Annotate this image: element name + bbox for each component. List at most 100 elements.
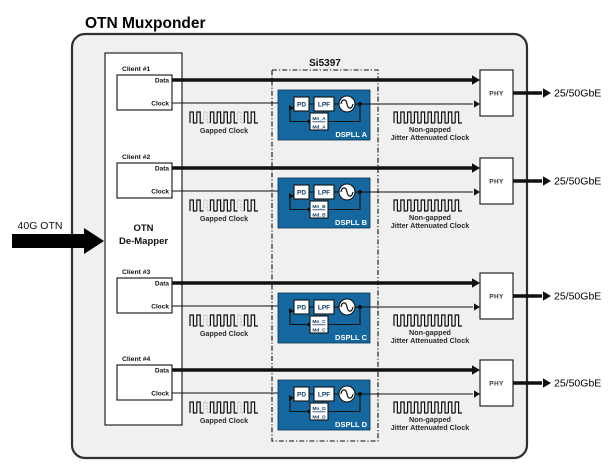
feedback-line-right (328, 192, 361, 211)
feedback-line-right (328, 104, 361, 123)
non-gapped-label-line2: Jitter Attenuated Clock (391, 221, 469, 230)
dspll-label: DSPLL C (335, 333, 368, 342)
phy-label: PHY (489, 294, 504, 301)
output-rate-label: 25/50GbE (554, 378, 601, 390)
feedback-divider-arrowhead-icon (306, 321, 311, 328)
divider-numerator: Mn_C (312, 319, 326, 325)
si5397-box (271, 69, 379, 442)
dspll-label: DSPLL A (335, 130, 367, 139)
feedback-divider-arrowhead-icon (306, 118, 311, 125)
client-label: Client #1 (122, 66, 151, 73)
client-data-port-label: Data (155, 281, 169, 288)
divider-denominator: Md_A (312, 125, 326, 131)
gapped-clock-waveform (189, 401, 258, 414)
phy-box (479, 157, 514, 205)
data-arrowhead-icon (472, 75, 480, 85)
divider-denominator: Md_C (312, 328, 326, 334)
sine-wave-icon (340, 389, 354, 399)
divider-numerator: Mn_B (312, 204, 326, 210)
dspll-output-arrowhead-icon (474, 188, 480, 196)
dspll-output-arrowhead-icon (474, 100, 480, 108)
feedback-divider-arrowhead-icon (306, 206, 311, 213)
feedback-pd-arrowhead-icon (289, 308, 294, 314)
phy-label: PHY (489, 179, 504, 186)
dspll-label: DSPLL B (335, 218, 368, 227)
dspll-output-arrowhead-icon (474, 303, 480, 311)
feedback-line-right (328, 307, 361, 326)
phy-output-arrowhead-icon (543, 378, 551, 388)
non-gapped-label-line2: Jitter Attenuated Clock (391, 133, 469, 142)
phy-output-arrowhead-icon (543, 176, 551, 186)
client-box (116, 277, 173, 314)
phy-box (479, 359, 514, 407)
client-data-port-label: Data (155, 368, 169, 375)
gapped-clock-label: Gapped Clock (200, 329, 248, 338)
non-gapped-label-line1: Non-gapped (409, 213, 451, 222)
lpf-label: LPF (318, 190, 330, 197)
data-arrowhead-icon (472, 278, 480, 288)
feedback-pd-arrowhead-icon (289, 105, 294, 111)
sine-wave-icon (340, 302, 354, 312)
output-rate-label: 25/50GbE (554, 291, 601, 303)
divider-numerator: Mn_A (312, 116, 326, 122)
pd-label: PD (297, 102, 306, 109)
divider-numerator: Mn_D (312, 406, 326, 412)
non-gapped-waveform (393, 199, 462, 212)
pd-label: PD (297, 392, 306, 399)
non-gapped-label-line1: Non-gapped (409, 415, 451, 424)
gapped-clock-waveform-gap-segments (203, 401, 245, 414)
divider-denominator: Md_B (312, 213, 326, 219)
gapped-clock-waveform (189, 111, 258, 124)
non-gapped-label-line1: Non-gapped (409, 125, 451, 134)
gapped-clock-waveform (189, 199, 258, 212)
input-arrow-icon (12, 228, 104, 254)
client-label: Client #4 (122, 356, 151, 363)
data-arrowhead-icon (472, 365, 480, 375)
divider-denominator: Md_D (312, 415, 326, 421)
client-clock-port-label: Clock (151, 391, 169, 398)
client-box (116, 162, 173, 199)
diagram-title: OTN Muxponder (85, 15, 206, 32)
non-gapped-waveform (393, 111, 462, 124)
feedback-divider-arrowhead-icon (306, 408, 311, 415)
non-gapped-label-line1: Non-gapped (409, 328, 451, 337)
client-data-port-label: Data (155, 166, 169, 173)
gapped-clock-waveform-gap-segments (203, 199, 245, 212)
phy-output-arrowhead-icon (543, 88, 551, 98)
pd-label: PD (297, 190, 306, 197)
data-arrowhead-icon (472, 163, 480, 173)
client-box (116, 74, 173, 111)
output-rate-label: 25/50GbE (554, 88, 601, 100)
si5397-label: Si5397 (309, 58, 341, 69)
lpf-label: LPF (318, 392, 330, 399)
client-clock-port-label: Clock (151, 304, 169, 311)
dspll-label: DSPLL D (335, 420, 368, 429)
dspll-output-arrowhead-icon (474, 390, 480, 398)
non-gapped-label-line2: Jitter Attenuated Clock (391, 336, 469, 345)
non-gapped-label-line2: Jitter Attenuated Clock (391, 423, 469, 432)
demapper-label-line1: OTN (133, 223, 153, 234)
client-label: Client #3 (122, 269, 151, 276)
phy-label: PHY (489, 381, 504, 388)
phy-output-arrowhead-icon (543, 291, 551, 301)
gapped-clock-label: Gapped Clock (200, 416, 248, 425)
output-rate-label: 25/50GbE (554, 176, 601, 188)
feedback-pd-arrowhead-icon (289, 395, 294, 401)
lpf-label: LPF (318, 305, 330, 312)
input-label: 40G OTN (18, 220, 63, 232)
client-clock-port-label: Clock (151, 101, 169, 108)
non-gapped-waveform (393, 314, 462, 327)
demapper-label-line2: De-Mapper (119, 236, 168, 247)
client-box (116, 364, 173, 401)
gapped-clock-waveform (189, 314, 258, 327)
phy-label: PHY (489, 91, 504, 98)
otn-demapper-box (104, 52, 183, 426)
sine-wave-icon (340, 99, 354, 109)
phy-box (479, 69, 514, 117)
feedback-line-right (328, 394, 361, 413)
gapped-clock-waveform-gap-segments (203, 314, 245, 327)
pd-label: PD (297, 305, 306, 312)
gapped-clock-waveform-gap-segments (203, 111, 245, 124)
